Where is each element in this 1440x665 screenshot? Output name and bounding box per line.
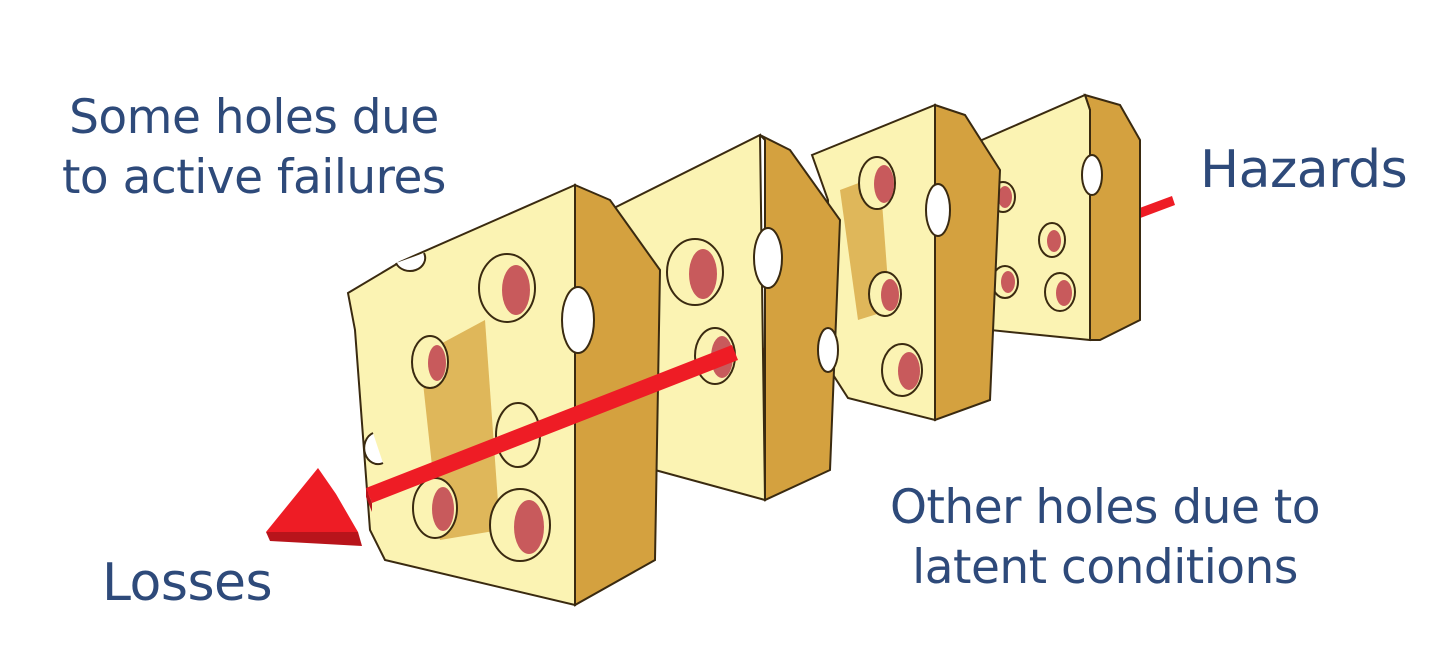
cheese-slice-4 bbox=[973, 93, 1141, 342]
active-failures-line-1: Some holes due bbox=[69, 90, 439, 145]
latent-conditions-line-1: Other holes due to bbox=[890, 480, 1321, 535]
latent-conditions-label: Other holes due to latent conditions bbox=[890, 478, 1321, 598]
cheese-slice-1 bbox=[346, 183, 662, 607]
hazard-arrow-near bbox=[266, 345, 738, 546]
latent-conditions-line-2: latent conditions bbox=[912, 540, 1298, 595]
cheese-slice-3 bbox=[810, 103, 1002, 422]
active-failures-label: Some holes due to active failures bbox=[62, 88, 446, 208]
active-failures-line-2: to active failures bbox=[62, 150, 446, 205]
hazards-label: Hazards bbox=[1200, 140, 1408, 200]
losses-label: Losses bbox=[102, 553, 273, 613]
